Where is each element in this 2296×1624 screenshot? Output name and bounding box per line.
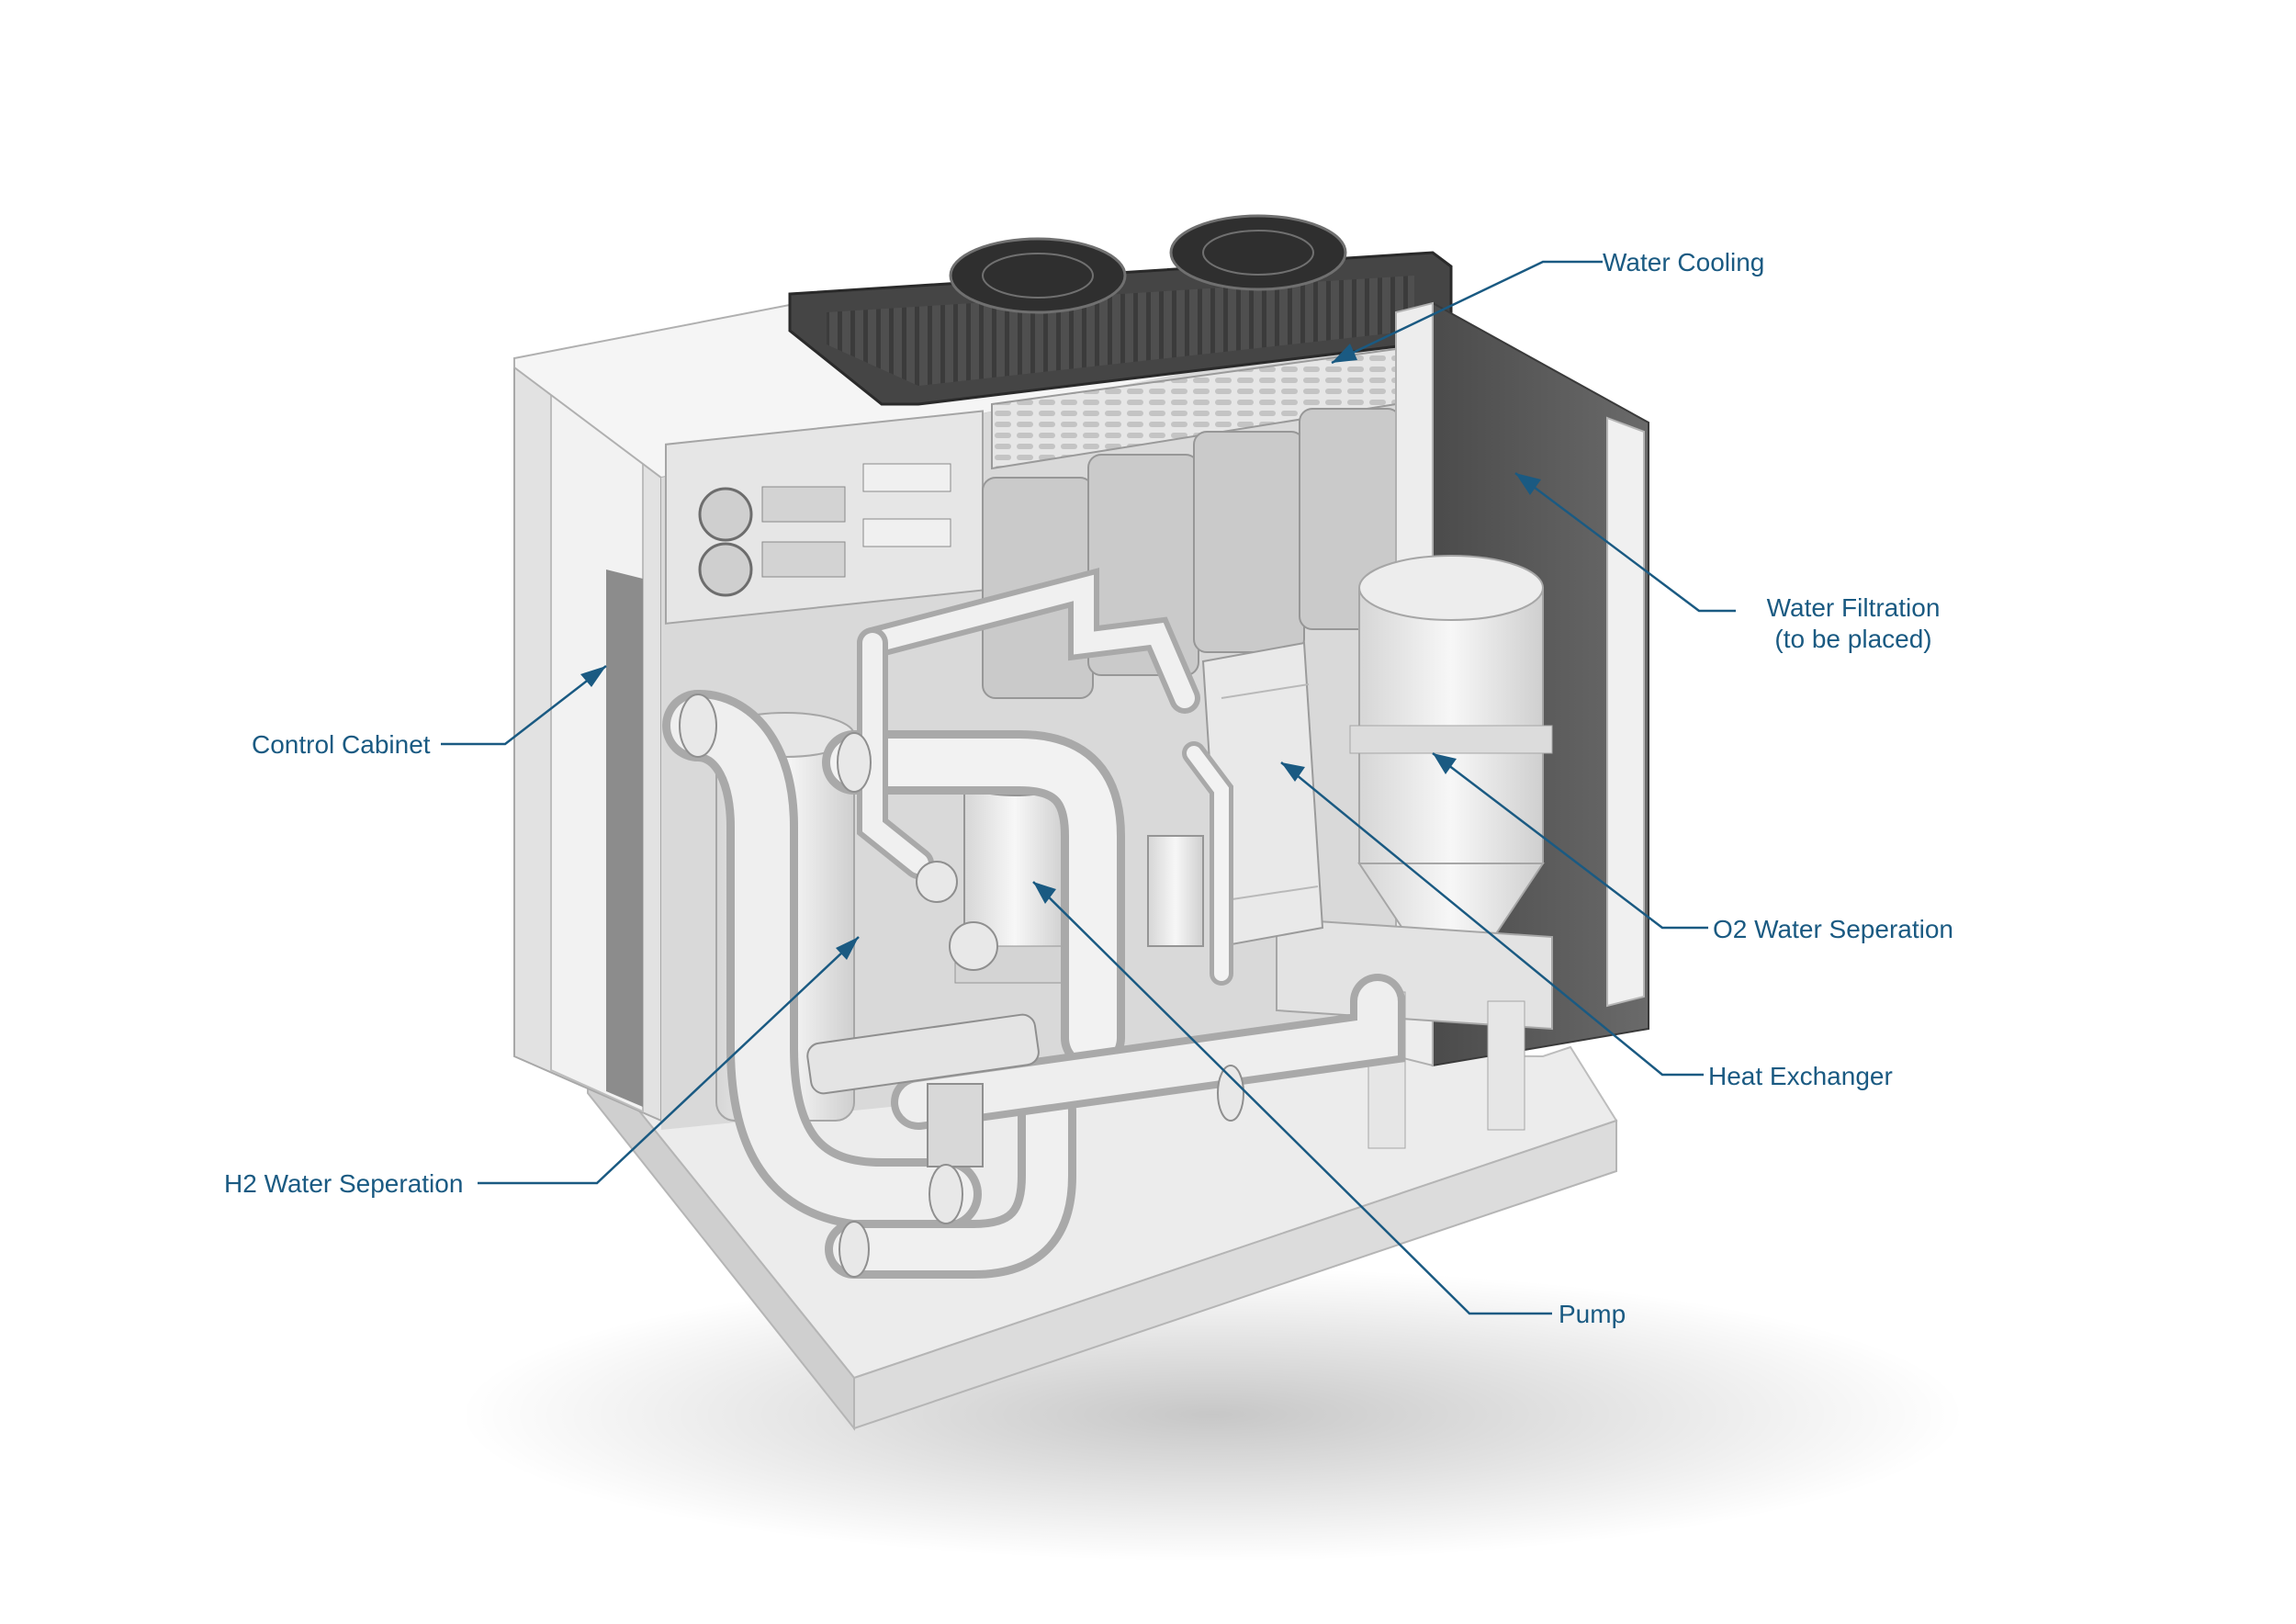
- fan-icon: [698, 542, 753, 597]
- pipes: [662, 567, 1405, 1279]
- label-heat-exchanger: Heat Exchanger: [1708, 1062, 1893, 1090]
- left-wall-dark-strip: [606, 570, 643, 1107]
- leader-water-cooling: [1331, 260, 1603, 365]
- flange: [949, 921, 998, 971]
- ground-shadow: [459, 1268, 1965, 1562]
- control-fans: [698, 463, 951, 597]
- flanges: [679, 694, 1244, 1278]
- flange: [1217, 1065, 1244, 1122]
- leader-o2: [1432, 752, 1708, 930]
- arrowhead: [1433, 753, 1457, 774]
- flange: [679, 694, 717, 758]
- leader-heat-exchanger: [1280, 761, 1704, 1077]
- fan-icon: [1169, 214, 1347, 291]
- arrowhead: [1281, 762, 1305, 782]
- leader-lines: [441, 260, 1736, 1315]
- label-water-cooling: Water Cooling: [1603, 248, 1765, 276]
- valve-actuator: [806, 1013, 1040, 1095]
- tank-leg: [1487, 1000, 1525, 1131]
- small-pump: [1147, 835, 1204, 947]
- leader-control-cabinet: [441, 665, 607, 746]
- leader-water-filtration: [1514, 472, 1736, 613]
- label-water-filtration-line1: Water Filtration: [1766, 593, 1941, 622]
- leader-pump: [1032, 881, 1552, 1315]
- arrowheads: [580, 344, 1541, 960]
- arrowhead: [1033, 882, 1056, 904]
- label-water-filtration: Water Filtration (to be placed): [1739, 592, 1968, 655]
- label-pump: Pump: [1559, 1300, 1626, 1328]
- arrowhead: [1515, 473, 1541, 495]
- fan-icon: [949, 237, 1127, 314]
- valve-body: [927, 1083, 984, 1167]
- right-door-edge: [1606, 416, 1645, 1008]
- fan-icon: [698, 487, 753, 542]
- arrowhead: [580, 666, 606, 687]
- label-water-filtration-line2: (to be placed): [1774, 625, 1932, 653]
- stack: [1193, 431, 1305, 653]
- flange: [916, 861, 958, 903]
- flange: [929, 1164, 963, 1224]
- label-control-cabinet: Control Cabinet: [252, 730, 431, 759]
- label-h2-water-separation: H2 Water Seperation: [224, 1169, 464, 1198]
- o2-tank: [1349, 555, 1553, 947]
- cooler-fins: [827, 276, 1414, 386]
- label-o2-water-separation: O2 Water Seperation: [1713, 915, 1953, 943]
- arrowhead: [1332, 344, 1357, 363]
- cooler-fans: [949, 214, 1347, 314]
- leader-h2: [478, 936, 860, 1185]
- flange: [837, 732, 872, 793]
- arrowhead: [836, 937, 859, 960]
- tank-frame: [1276, 917, 1553, 1031]
- flange: [838, 1221, 870, 1278]
